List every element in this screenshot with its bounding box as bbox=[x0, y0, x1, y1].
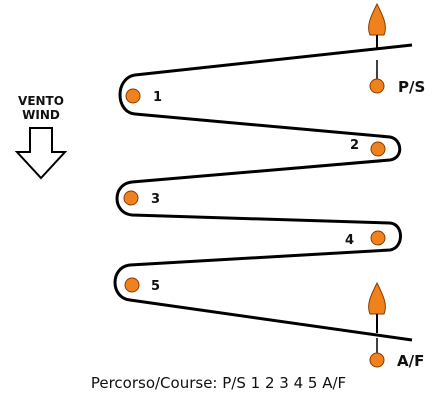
mark-3-label: 3 bbox=[151, 192, 160, 207]
wind-arrow-icon bbox=[14, 127, 68, 180]
course-line bbox=[113, 43, 413, 342]
wind-label-wind: WIND bbox=[22, 108, 60, 122]
wind-label-vento: VENTO bbox=[18, 94, 64, 108]
start-label: P/S bbox=[398, 78, 425, 96]
mark-2: 2 bbox=[350, 138, 386, 157]
mark-1-label: 1 bbox=[153, 90, 162, 105]
mark-3: 3 bbox=[123, 190, 160, 207]
course-caption: Percorso/Course: P/S 1 2 3 4 5 A/F bbox=[90, 374, 347, 392]
finish-pin-mark bbox=[369, 338, 385, 368]
mark-1: 1 bbox=[125, 88, 162, 105]
start-committee-boat-icon bbox=[368, 2, 386, 48]
mark-5-label: 5 bbox=[151, 279, 160, 294]
start-pin-mark bbox=[369, 60, 385, 94]
mark-4-label: 4 bbox=[345, 233, 354, 248]
finish-label: A/F bbox=[397, 352, 424, 370]
mark-4: 4 bbox=[345, 230, 386, 248]
finish-committee-boat-icon bbox=[368, 281, 386, 333]
mark-2-label: 2 bbox=[350, 138, 359, 153]
mark-5: 5 bbox=[124, 277, 160, 294]
